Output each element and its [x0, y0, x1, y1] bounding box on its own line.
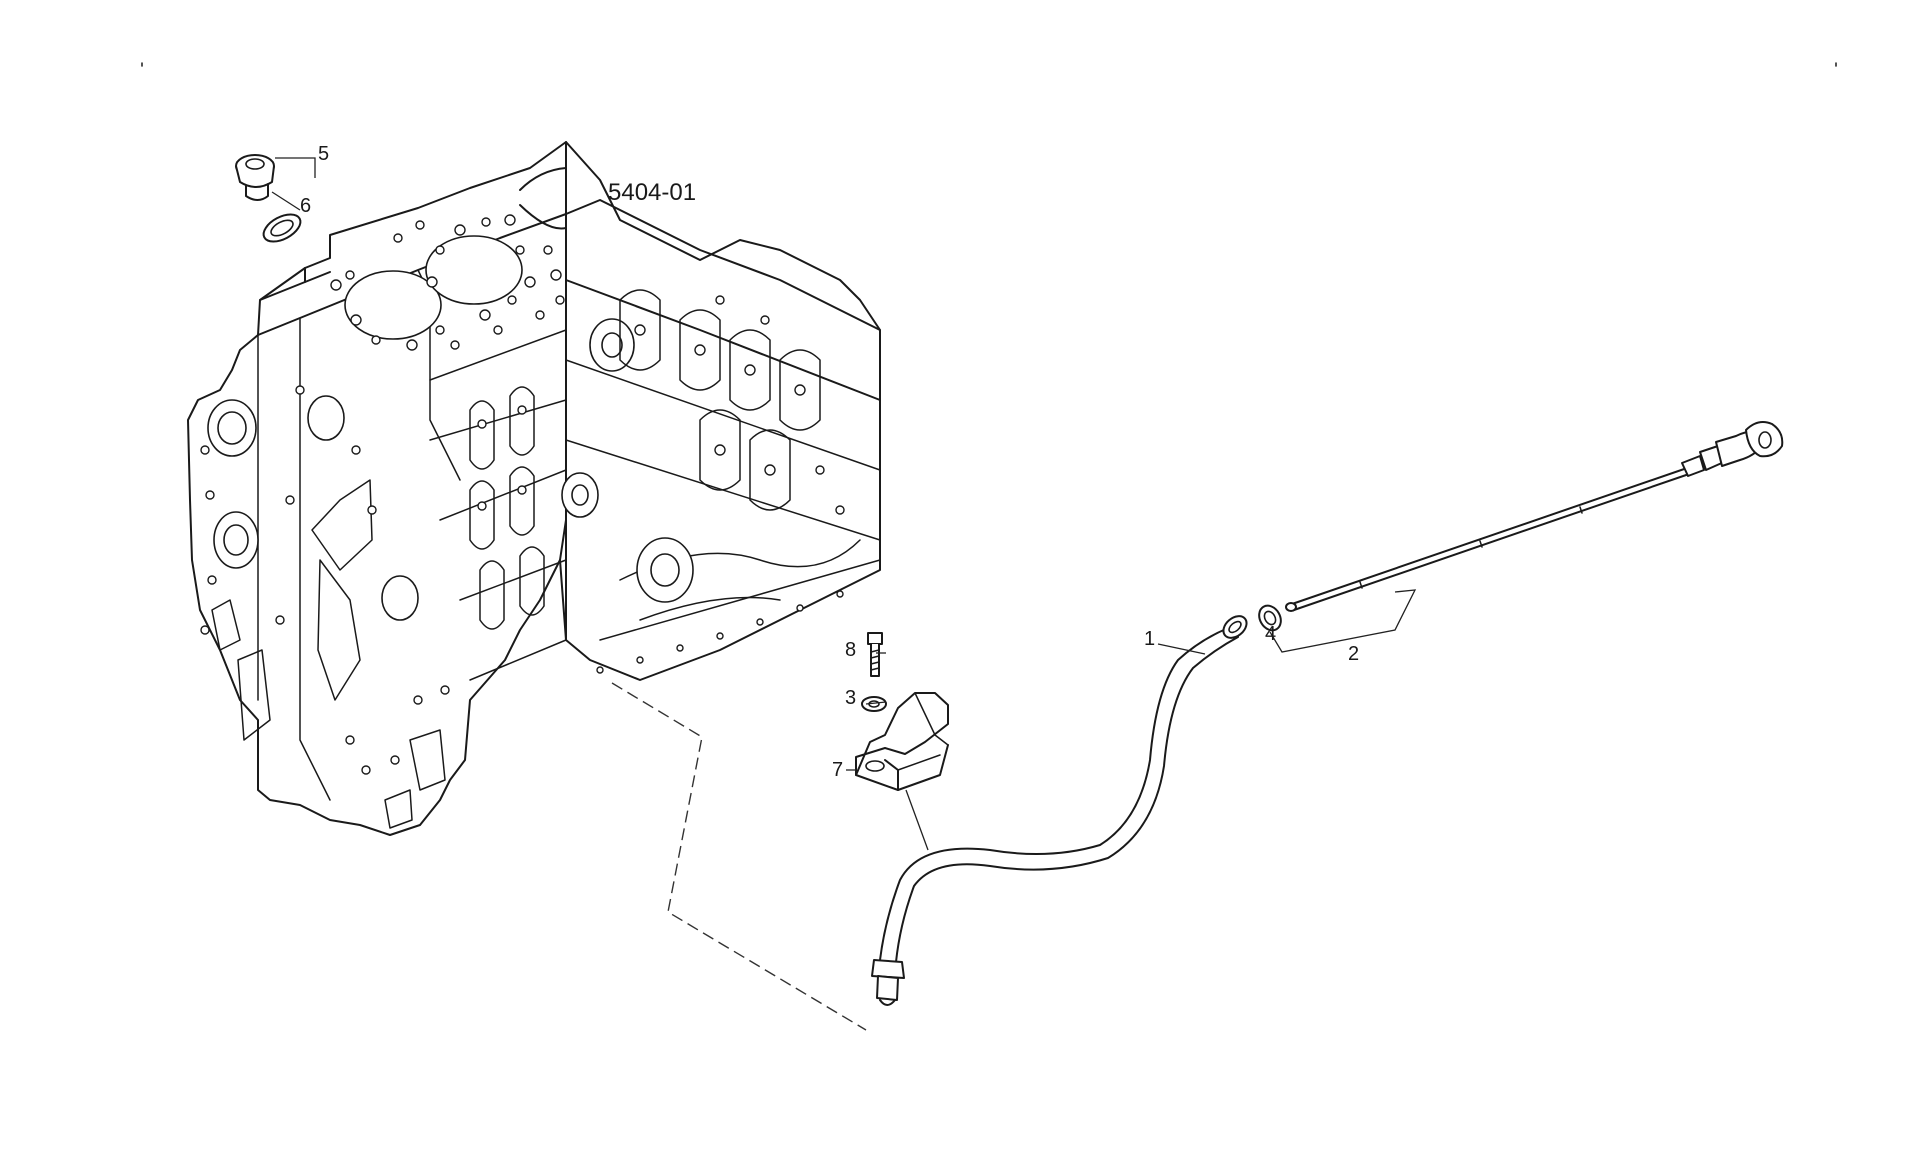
callout-7: 7	[832, 759, 843, 781]
side-bosses	[469, 386, 545, 630]
bracket-part-7	[855, 692, 949, 791]
engine-block	[187, 141, 567, 836]
front-bolt-holes	[200, 385, 450, 775]
bolt-part-8	[867, 632, 883, 677]
cylinder-bore	[425, 235, 523, 305]
cylinder-bore	[344, 270, 442, 340]
engine-block-side	[559, 141, 881, 681]
o-ring-part-4	[1258, 604, 1282, 632]
side-ports	[561, 289, 845, 603]
plug-part-5	[235, 154, 275, 201]
callout-3: 3	[845, 687, 856, 709]
block-bottom-holes	[596, 590, 844, 674]
callout-4: 4	[1265, 623, 1276, 645]
callout-8: 8	[845, 639, 856, 661]
callout-5: 5	[318, 143, 329, 165]
seal-ring-part-6	[262, 213, 302, 243]
callout-2: 2	[1348, 643, 1359, 665]
dipstick-tube-part-1	[871, 615, 1248, 1006]
callout-1: 1	[1144, 628, 1155, 650]
leader-lines	[271, 157, 1417, 851]
corner-marks	[141, 62, 1837, 67]
deck-holes	[330, 214, 565, 351]
figure-code: 5404-01	[608, 179, 696, 206]
callouts: 1 2 3 4 5 6 7 8	[300, 143, 1359, 781]
assembly-dashed-line	[611, 682, 867, 1031]
callout-6: 6	[300, 195, 311, 217]
dipstick-part-2	[1285, 421, 1784, 612]
washer-part-3	[861, 696, 887, 712]
